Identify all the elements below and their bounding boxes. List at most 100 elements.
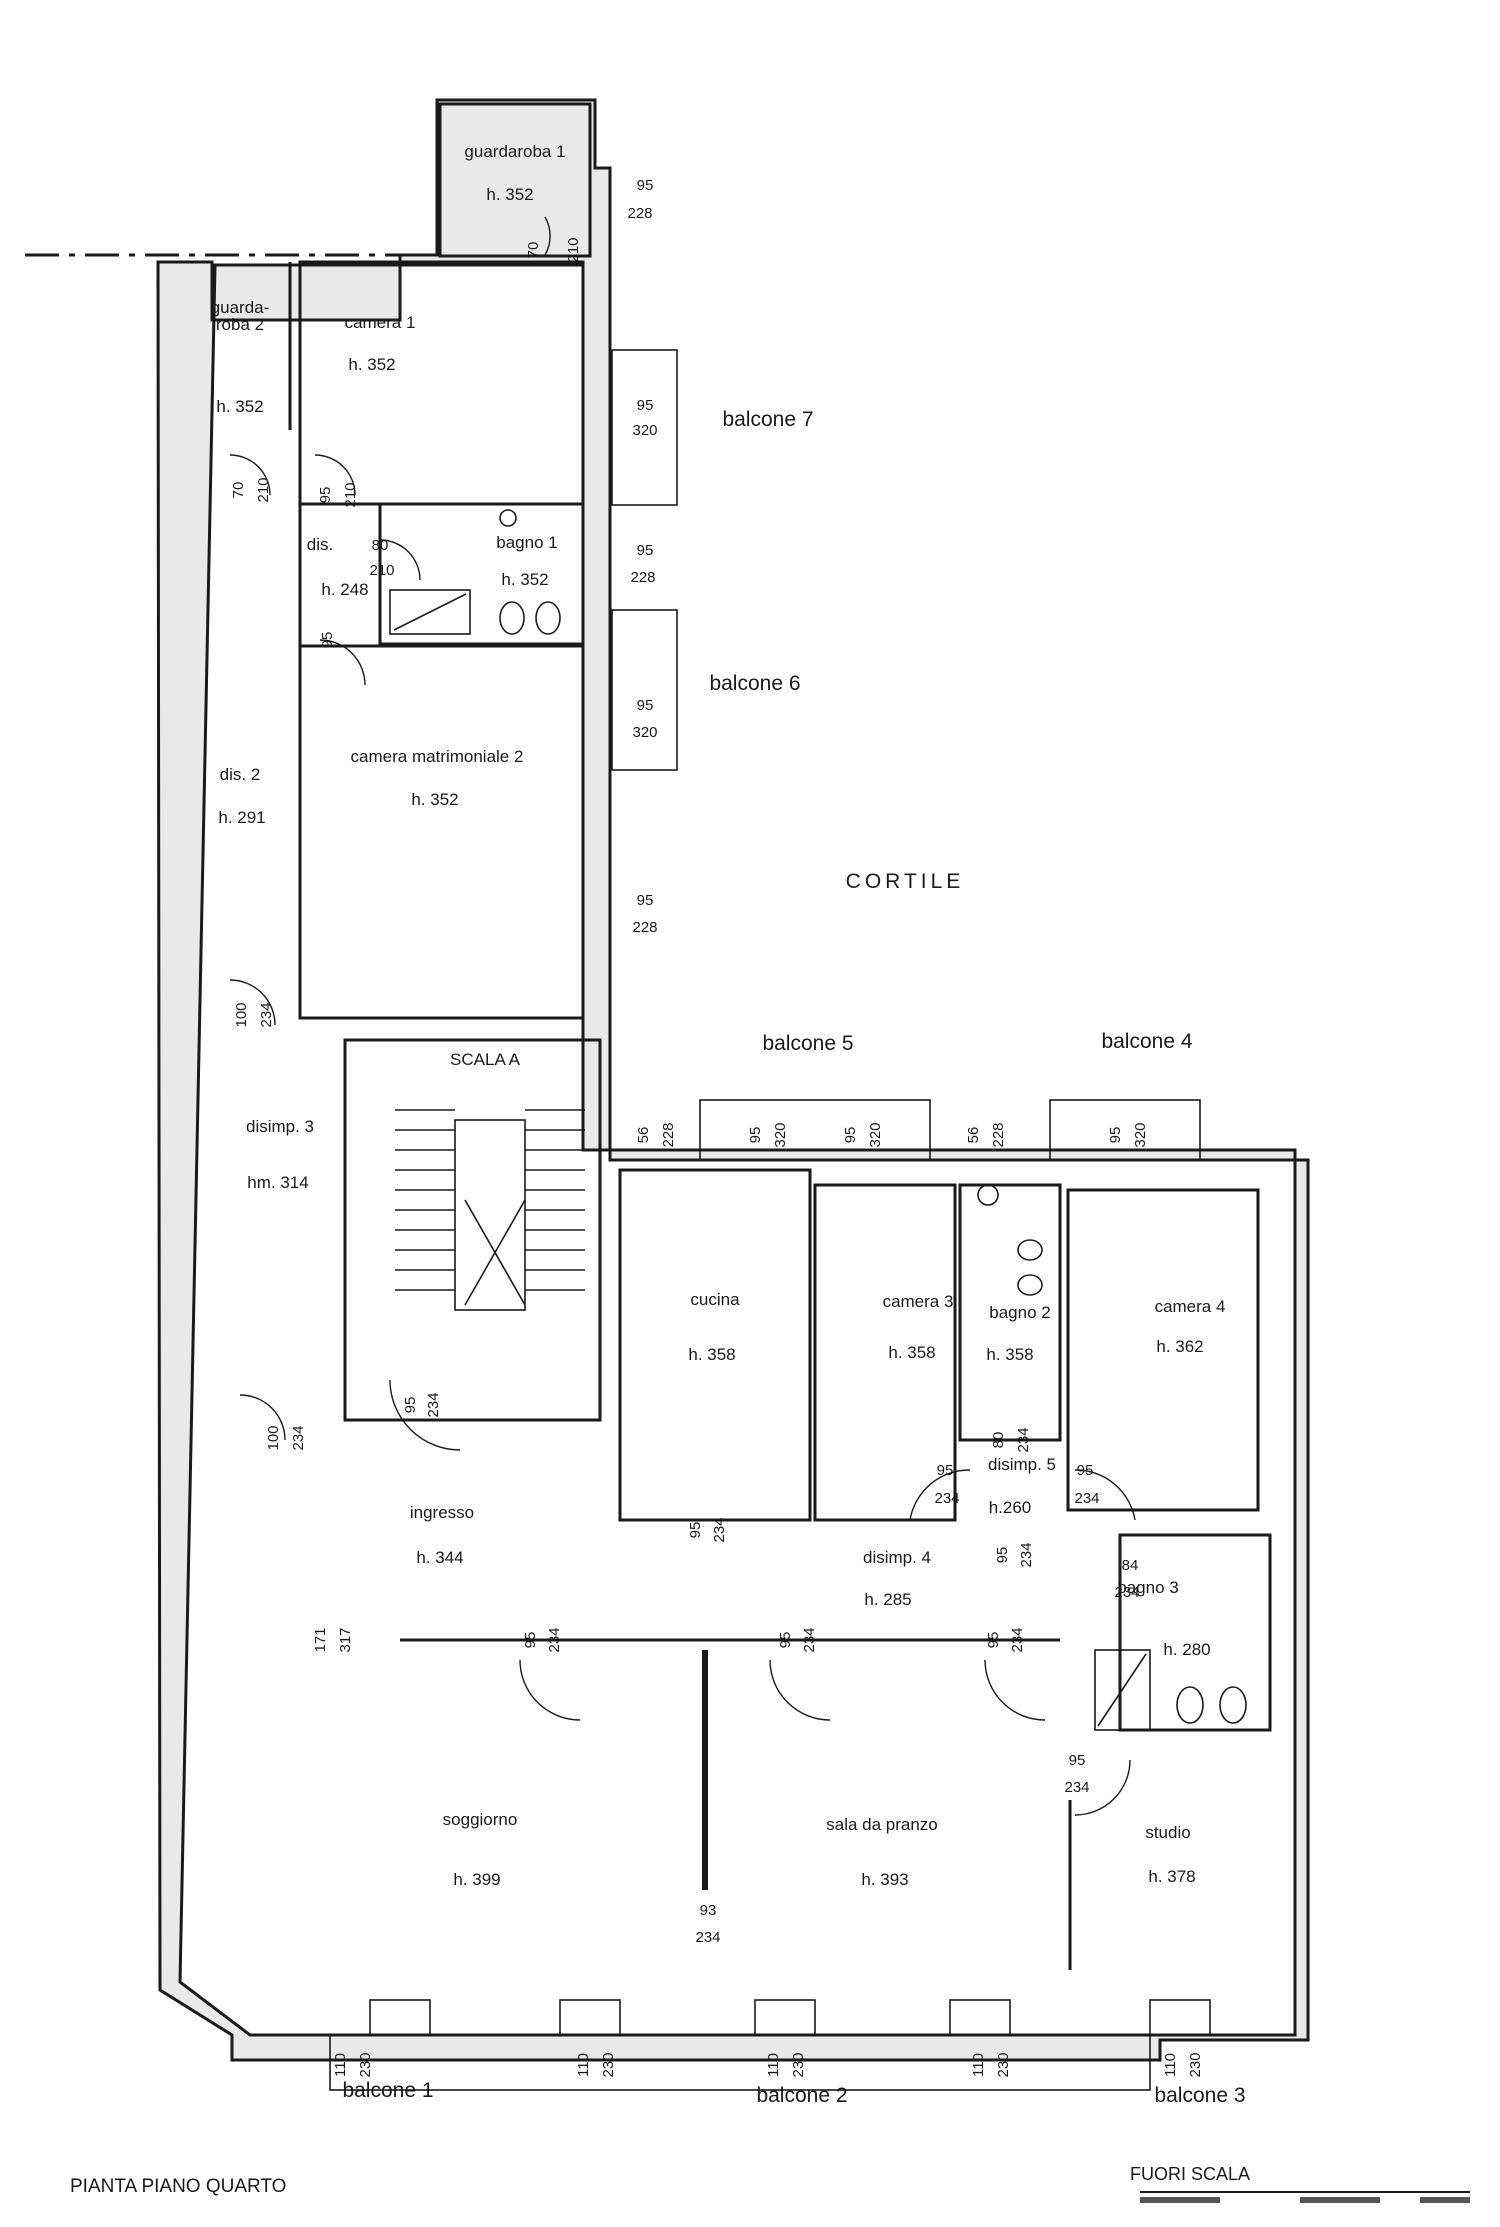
dim-b6-h: 320 <box>632 724 657 741</box>
camera-3-walls <box>813 1183 957 1522</box>
dim-f4-110: 110 <box>970 2053 987 2077</box>
dim-g2-w: 70 <box>230 482 247 499</box>
dim-b5-320a: 320 <box>772 1122 789 1147</box>
room-camera-4-h: h. 362 <box>1156 1337 1203 1356</box>
dim-b5-95b: 95 <box>842 1127 859 1144</box>
room-camera-matrimoniale-2: camera matrimoniale 2 <box>351 747 524 766</box>
dim-b1door-h: 210 <box>369 562 394 579</box>
dim-b1door-w: 80 <box>372 537 389 554</box>
room-camera-3-h: h. 358 <box>888 1343 935 1362</box>
room-bagno-2-h: h. 358 <box>986 1345 1033 1364</box>
room-camera-3: camera 3 <box>883 1292 954 1311</box>
dim-dis2door-w: 100 <box>233 1002 250 1027</box>
room-bagno-2: bagno 2 <box>989 1303 1050 1322</box>
wc-3 <box>1176 1686 1204 1724</box>
dim-f2-110: 110 <box>575 2053 592 2077</box>
room-dis-2: dis. 2 <box>220 765 261 784</box>
room-soggiorno: soggiorno <box>443 1810 518 1829</box>
door-arcs <box>229 216 1136 1816</box>
dim-saladoor-234: 234 <box>801 1627 818 1652</box>
balcone-2-label: balcone 2 <box>756 2084 847 2107</box>
dim-cucina-234: 234 <box>711 1517 728 1542</box>
balcone-4-label: balcone 4 <box>1101 1030 1192 1053</box>
shower-tray-3-diag <box>1097 1653 1147 1727</box>
room-disimp-3-h: hm. 314 <box>247 1173 308 1192</box>
room-ingresso: ingresso <box>410 1503 474 1522</box>
dim-g1door-h: 210 <box>565 237 582 262</box>
dim-soggiorno-317: 317 <box>337 1627 354 1652</box>
dim-divider-234: 234 <box>695 1929 720 1946</box>
dim-camera4door-95: 95 <box>1077 1462 1094 1479</box>
dim-dis2door-h: 234 <box>258 1002 275 1027</box>
dim-saladoor-95: 95 <box>777 1632 794 1649</box>
room-cucina: cucina <box>690 1290 740 1309</box>
dim-f1-110: 110 <box>332 2053 349 2077</box>
room-bagno-3: bagno 3 <box>1117 1578 1178 1597</box>
dim-g1door-w: 70 <box>525 242 542 259</box>
wc-2 <box>1017 1239 1043 1261</box>
dim-bagno2-80: 80 <box>990 1432 1007 1449</box>
scala-a-steps <box>395 1109 585 1291</box>
dim-camera4door-234: 234 <box>1074 1490 1099 1507</box>
room-guardaroba-1: guardaroba 1 <box>464 142 565 161</box>
balcone-5-label: balcone 5 <box>762 1032 853 1055</box>
room-sala-da-pranzo-h: h. 393 <box>861 1870 908 1889</box>
dim-soggiorno-171: 171 <box>312 1627 329 1652</box>
room-studio-h: h. 378 <box>1148 1867 1195 1886</box>
dim-guardaroba1-w: 95 <box>637 177 654 194</box>
room-cucina-h: h. 358 <box>688 1345 735 1364</box>
dim-cm2door-w: 95 <box>319 632 336 649</box>
balcone-7-outline <box>611 349 678 506</box>
shower-tray-1-diag <box>393 593 467 631</box>
dim-studio-234: 234 <box>1064 1779 1089 1796</box>
front-windows <box>369 1999 1211 2036</box>
dim-disimp3-100: 100 <box>265 1425 282 1450</box>
dim-b2win-56: 56 <box>965 1127 982 1144</box>
room-dis: dis. <box>307 535 333 554</box>
dim-camera3door-234: 234 <box>934 1490 959 1507</box>
plan-title: PIANTA PIANO QUARTO <box>70 2176 286 2197</box>
shower-tray-1 <box>389 589 471 635</box>
room-dis-h: h. 248 <box>321 580 368 599</box>
bidet-1 <box>535 601 561 635</box>
camera-4-walls <box>1066 1188 1260 1512</box>
dim-studio-95: 95 <box>1069 1752 1086 1769</box>
dim-camera3door-95: 95 <box>937 1462 954 1479</box>
scala-a-well <box>454 1119 526 1311</box>
room-guardaroba-2-a: guarda- <box>211 298 270 317</box>
dim-g2-h: 210 <box>255 477 272 502</box>
room-ingresso-h: h. 344 <box>416 1548 463 1567</box>
dim-b5-56: 56 <box>635 1127 652 1144</box>
dim-f2-230: 230 <box>600 2052 617 2077</box>
balcone-front-outline <box>329 2034 1151 2091</box>
camera-matrimoniale-2-walls <box>298 644 585 1020</box>
dim-b1win-h: 228 <box>630 569 655 586</box>
room-bagno-3-h: h. 280 <box>1163 1640 1210 1659</box>
dim-scala-95: 95 <box>402 1397 419 1414</box>
room-bagno-1: bagno 1 <box>496 533 557 552</box>
sink-2 <box>977 1184 999 1206</box>
room-camera-matrimoniale-2-h: h. 352 <box>411 790 458 809</box>
room-camera-1: camera 1 <box>345 313 416 332</box>
room-bagno-1-h: h. 352 <box>501 570 548 589</box>
shower-tray-3 <box>1094 1649 1151 1731</box>
room-guardaroba-1-h: h. 352 <box>486 185 533 204</box>
wc-1 <box>499 601 525 635</box>
room-disimp-4: disimp. 4 <box>863 1548 931 1567</box>
dim-c1door-w: 95 <box>317 487 334 504</box>
balcone-3-label: balcone 3 <box>1154 2084 1245 2107</box>
room-disimp-3: disimp. 3 <box>246 1117 314 1136</box>
dim-bagno3-234: 234 <box>1114 1584 1139 1601</box>
balcone-7-label: balcone 7 <box>722 408 813 431</box>
dim-b5-320b: 320 <box>867 1122 884 1147</box>
dim-guardaroba1-h: 228 <box>627 205 652 222</box>
dim-f5-110: 110 <box>1162 2053 1179 2077</box>
stair-label: SCALA A <box>450 1050 521 1069</box>
balcone-1-label: balcone 1 <box>342 2079 433 2102</box>
dim-f3-230: 230 <box>790 2052 807 2077</box>
dim-d4door-234: 234 <box>1009 1627 1026 1652</box>
dim-f3-110: 110 <box>765 2053 782 2077</box>
dim-b5-95a: 95 <box>747 1127 764 1144</box>
room-disimp-5: disimp. 5 <box>988 1455 1056 1474</box>
